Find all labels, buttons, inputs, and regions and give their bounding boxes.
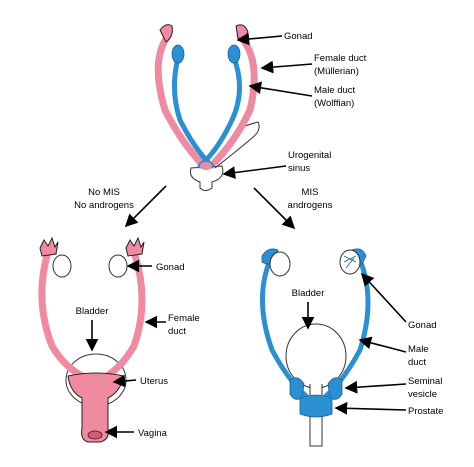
ovary-right — [108, 254, 128, 278]
label-urogenital: Urogenital — [288, 150, 331, 161]
label-vesicle: vesicle — [408, 389, 437, 400]
female-duct-right — [96, 248, 146, 384]
label-gonad-top: Gonad — [284, 31, 313, 42]
label-bladder-male: Bladder — [292, 288, 325, 299]
label-gonad-female: Gonad — [156, 262, 185, 273]
gonad-right-top — [227, 44, 241, 64]
female-duct-left — [38, 248, 94, 384]
urogenital-sinus-shape — [189, 165, 224, 191]
wolffian-duct-right — [197, 55, 243, 169]
seminal-vesicle-left — [289, 377, 305, 400]
mullerian-duct-right — [211, 32, 258, 166]
label-uterus: Uterus — [140, 376, 168, 387]
label-male-duct-top: Male duct — [314, 85, 356, 96]
label-no-androgens: No androgens — [74, 200, 134, 211]
prostate — [299, 394, 333, 418]
label-male-duct: Male — [408, 344, 429, 355]
label-female-duct: Female — [168, 313, 200, 324]
label-gonad-male: Gonad — [408, 320, 437, 331]
label-prostate: Prostate — [408, 406, 443, 417]
label-male-duct-sub: duct — [408, 357, 426, 368]
label-wolffian: (Wolffian) — [314, 98, 354, 109]
label-bladder-female: Bladder — [76, 306, 109, 317]
label-androgens: androgens — [288, 200, 333, 211]
mullerian-duct-left — [154, 32, 204, 166]
ovary-left — [52, 254, 72, 278]
indifferent-stage-illustration — [154, 24, 260, 191]
female-illustration — [38, 236, 146, 443]
label-vagina: Vagina — [138, 428, 168, 439]
male-illustration — [260, 248, 371, 447]
label-mullerian: (Müllerian) — [314, 66, 359, 77]
label-female-duct-top: Female duct — [314, 53, 367, 64]
testis-left — [269, 251, 291, 277]
label-seminal: Seminal — [408, 376, 442, 387]
wolffian-duct-left — [172, 55, 215, 169]
gonad-left-top — [171, 44, 185, 64]
seminal-vesicle-right — [327, 377, 343, 400]
label-mis: MIS — [302, 187, 319, 198]
testis-right — [339, 249, 361, 275]
label-no-mis: No MIS — [88, 187, 120, 198]
label-sinus: sinus — [288, 163, 310, 174]
label-female-duct-sub: duct — [168, 326, 186, 337]
